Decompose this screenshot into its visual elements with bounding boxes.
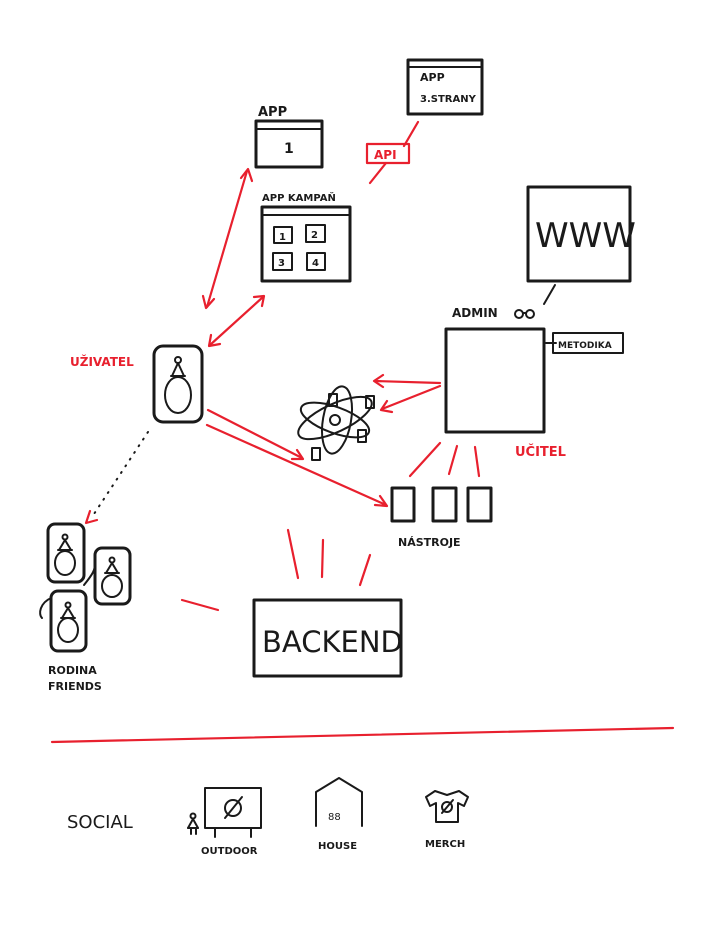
backend-node[interactable]: BACKEND (252, 598, 403, 678)
www-admin-link (543, 284, 556, 305)
campaign-tile-2 (305, 224, 326, 243)
backend-box (252, 598, 403, 678)
backend-rays (180, 528, 372, 612)
social-item-house-label: HOUSE (318, 841, 357, 852)
family-arrowhead (84, 509, 99, 525)
person-icon (54, 533, 76, 576)
campaign-tile-1-label: 1 (279, 232, 286, 243)
backend-label: BACKEND (262, 625, 403, 659)
third-party-app-line1: APP (420, 71, 445, 84)
www-frame (526, 185, 632, 283)
atom-icon (297, 385, 375, 461)
www-node[interactable]: WWW (526, 185, 636, 283)
app-campaign-node[interactable]: APP KAMPAŇ 1 2 3 4 (260, 191, 352, 283)
campaign-tile-4-label: 4 (312, 258, 319, 269)
user-phone (152, 344, 204, 424)
third-party-app-node[interactable]: APP 3.STRANY (406, 58, 484, 116)
campaign-tile-4 (306, 252, 326, 271)
app-campaign-frame (260, 205, 352, 283)
metodika-box (552, 332, 624, 354)
metodika-node[interactable]: METODIKA (545, 332, 624, 354)
tools-label: NÁSTROJE (398, 536, 461, 549)
admin-label: ADMIN (452, 306, 498, 320)
campaign-tile-1 (273, 226, 293, 244)
svg-text:88: 88 (328, 812, 341, 823)
admin-node[interactable]: ADMIN (444, 306, 546, 434)
family-node[interactable]: RODINA FRIENDS (39, 522, 132, 693)
tshirt-icon (425, 790, 469, 823)
section-divider (50, 726, 675, 744)
app-campaign-title: APP KAMPAŇ (262, 191, 336, 204)
person-icon (164, 356, 192, 414)
third-party-app-line2: 3.STRANY (420, 94, 477, 105)
social-item-merch[interactable]: MERCH (425, 790, 469, 850)
social-item-outdoor[interactable]: OUTDOOR (187, 787, 262, 857)
admin-to-atom-arrows (372, 373, 442, 414)
api-label: API (374, 148, 397, 162)
person-icon (57, 601, 79, 643)
family-phone-2 (93, 546, 132, 606)
house-icon: 88 (315, 777, 363, 827)
www-label: WWW (535, 216, 636, 256)
app-title: APP (258, 105, 287, 120)
campaign-tile-3-label: 3 (278, 258, 285, 269)
tool-2 (431, 486, 458, 523)
teacher-label: UČITEL (515, 444, 566, 460)
glasses-icon (514, 309, 535, 319)
api-badge (365, 142, 411, 165)
user-app-arrows (201, 167, 266, 348)
tools-node[interactable]: NÁSTROJE (390, 486, 493, 549)
billboard-icon (204, 787, 262, 838)
user-node[interactable] (152, 344, 204, 424)
user-label: UŽIVATEL (70, 354, 134, 369)
tool-3 (466, 486, 493, 523)
family-phone-1 (46, 522, 86, 584)
family-line1: RODINA (48, 664, 97, 677)
family-line2: FRIENDS (48, 680, 102, 693)
app-screen-number: 1 (284, 141, 294, 157)
app-frame (254, 119, 324, 169)
admin-tools-lines (408, 441, 481, 478)
api-connector: API (365, 120, 420, 185)
user-family-dotted (91, 431, 149, 518)
admin-panel (444, 327, 546, 434)
campaign-tile-3 (272, 252, 293, 271)
social-label: SOCIAL (67, 812, 133, 833)
campaign-tile-2-label: 2 (311, 230, 318, 241)
metodika-label: METODIKA (558, 341, 612, 351)
social-item-merch-label: MERCH (425, 839, 465, 850)
user-to-tools-arrows (205, 408, 389, 508)
social-item-outdoor-label: OUTDOOR (201, 846, 258, 857)
tool-1 (390, 486, 416, 523)
family-phone-3 (49, 589, 88, 653)
person-icon (101, 556, 123, 598)
person-icon (187, 812, 199, 835)
app-node[interactable]: APP 1 (254, 105, 324, 169)
third-party-app-frame (406, 58, 484, 116)
social-item-house[interactable]: 88 HOUSE (315, 777, 363, 852)
